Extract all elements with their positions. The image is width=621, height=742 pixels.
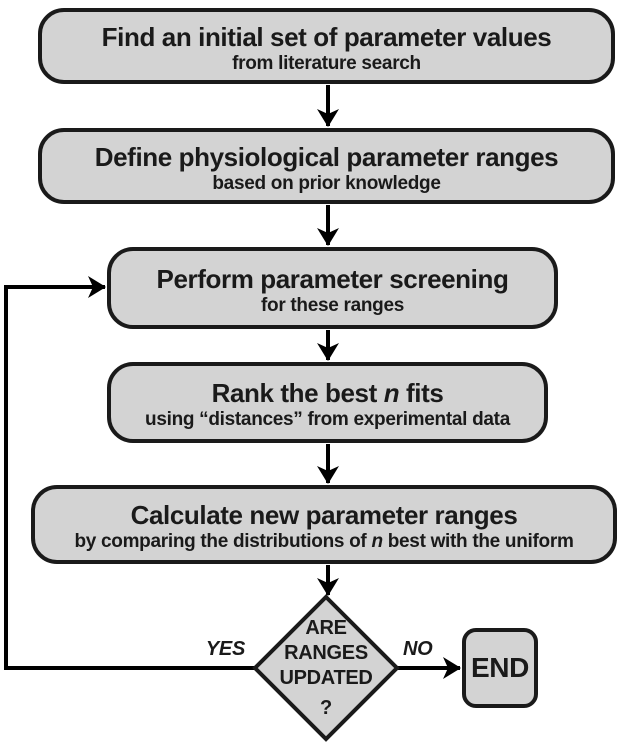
arrow-yes-loop-to-step3: [4, 276, 255, 670]
node-title: Find an initial set of parameter values: [101, 21, 552, 52]
decision-question-mark: ?: [320, 696, 332, 719]
subtitle-variable-n: n: [371, 531, 383, 553]
node-subtitle: based on prior knowledge: [212, 172, 441, 194]
node-title: Calculate new parameter ranges: [130, 500, 518, 531]
node-title: Rank the best n fits: [211, 378, 444, 409]
decision-diamond-shape: [252, 594, 400, 742]
node-subtitle: using “distances” from experimental data: [145, 409, 510, 431]
end-label: END: [471, 652, 529, 684]
edge-label-no: NO: [403, 638, 433, 660]
node-subtitle: by comparing the distributions of n best…: [74, 531, 573, 553]
node-subtitle: from literature search: [232, 52, 421, 74]
edge-label-yes: YES: [205, 638, 245, 660]
title-variable-n: n: [383, 378, 400, 409]
decision-diamond-text: ARE RANGES UPDATED ?: [255, 597, 397, 739]
node-define-parameter-ranges: Define physiological parameter ranges ba…: [38, 128, 615, 204]
node-rank-best-fits: Rank the best n fits using “distances” f…: [107, 362, 548, 443]
decision-line: UPDATED: [279, 666, 373, 689]
subtitle-text: by comparing the distributions of: [74, 531, 372, 553]
node-calculate-new-ranges: Calculate new parameter ranges by compar…: [31, 485, 617, 564]
node-title: Define physiological parameter ranges: [94, 141, 559, 172]
node-title: Perform parameter screening: [156, 263, 509, 294]
node-parameter-screening: Perform parameter screening for these ra…: [107, 247, 558, 329]
node-find-initial-values: Find an initial set of parameter values …: [38, 8, 615, 84]
title-text: Rank the best: [211, 378, 384, 409]
node-subtitle: for these ranges: [260, 294, 405, 316]
node-end: END: [462, 628, 538, 708]
decision-line: ARE: [305, 616, 347, 639]
title-text: fits: [399, 378, 444, 409]
decision-line: RANGES: [284, 641, 368, 664]
subtitle-text: best with the uniform: [382, 531, 574, 553]
